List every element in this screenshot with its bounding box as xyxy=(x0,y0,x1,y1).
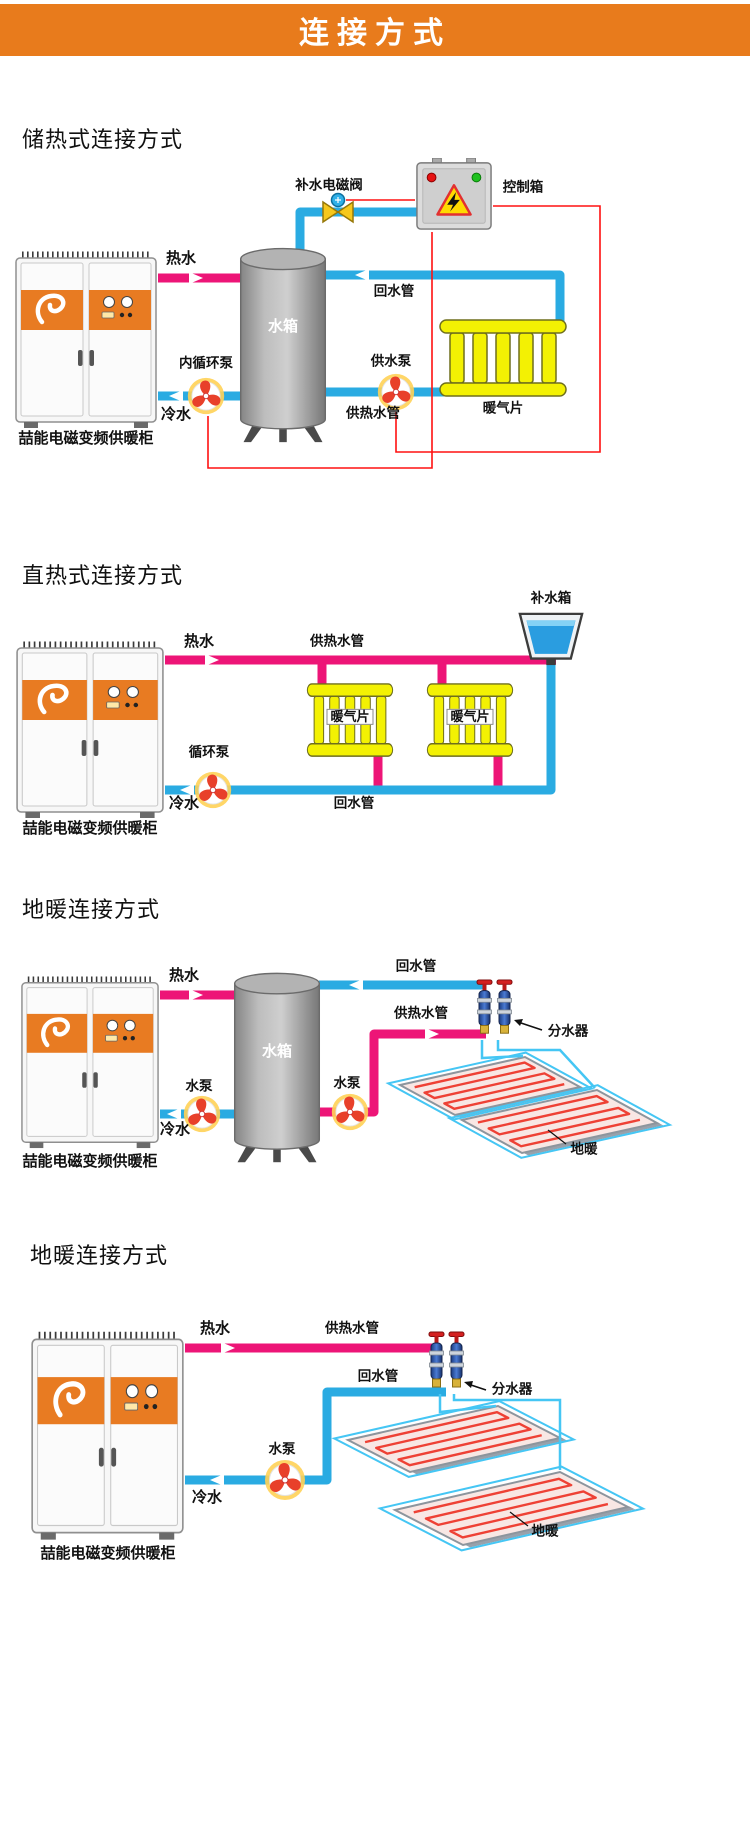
radiator-icon xyxy=(439,319,567,397)
supply-pump-label: 供水泵 xyxy=(370,353,412,369)
floor-loop-pipes xyxy=(438,1394,562,1470)
inner-pump-label: 内循环泵 xyxy=(179,355,233,371)
cabinet-label: 喆能电磁变频供暖柜 xyxy=(18,429,154,447)
heating-cabinet-icon xyxy=(32,1336,183,1540)
flow-arrows xyxy=(210,1342,235,1486)
cold-pipe xyxy=(165,664,556,795)
tank-label: 水箱 xyxy=(261,1042,293,1060)
circ-pump-label: 循环泵 xyxy=(188,744,230,760)
supply-pipe-label: 供热水管 xyxy=(394,1005,448,1021)
section-title-floor1: 地暖连接方式 xyxy=(22,897,161,922)
pump-icon xyxy=(331,1093,369,1131)
section-title-direct: 直热式连接方式 xyxy=(22,563,184,588)
return-pipe-label: 回水管 xyxy=(333,795,375,811)
cold-water-label: 冷水 xyxy=(168,794,200,812)
water-tank-icon xyxy=(233,972,321,1163)
refill-tank-label: 补水箱 xyxy=(530,590,572,606)
return-pipe-label: 回水管 xyxy=(395,958,437,974)
valve-label: 补水电磁阀 xyxy=(295,177,363,193)
pointer-lines xyxy=(514,1019,567,1145)
hot-pipe xyxy=(165,655,556,790)
manifold-icon xyxy=(428,1331,465,1388)
pump-icon xyxy=(264,1459,306,1501)
radiator-label: 暖气片 xyxy=(482,400,524,416)
floor-loop-pipes xyxy=(480,1040,596,1089)
cold-water-label: 冷水 xyxy=(159,1120,191,1138)
flow-arrows xyxy=(169,269,369,402)
manifold-label: 分水器 xyxy=(491,1381,533,1397)
page-title: 连接方式 xyxy=(299,17,451,50)
floor-heating-label: 地暖 xyxy=(570,1141,598,1157)
water-tank-icon xyxy=(239,247,327,443)
hot-water-label: 热水 xyxy=(183,632,215,650)
pump-label: 水泵 xyxy=(268,1441,296,1457)
pump-label: 水泵 xyxy=(185,1078,213,1094)
control-box-label: 控制箱 xyxy=(502,179,544,195)
supply-pipe-label: 供热水管 xyxy=(310,633,364,649)
floor-mat-icon xyxy=(449,1085,670,1158)
hot-water-label: 热水 xyxy=(199,1319,231,1337)
direct-section-graphics xyxy=(17,612,584,818)
hot-water-label: 热水 xyxy=(168,966,200,984)
circulation-pump-icon xyxy=(194,771,232,809)
flow-arrows xyxy=(180,654,219,796)
cabinet-label: 喆能电磁变频供暖柜 xyxy=(22,1152,158,1170)
tank-label: 水箱 xyxy=(267,317,299,335)
floor2-section-graphics xyxy=(32,1331,643,1551)
section-title-storage: 储热式连接方式 xyxy=(22,127,184,152)
supply-pipe-label: 供热水管 xyxy=(325,1320,379,1336)
floor-mat-icon xyxy=(334,1401,573,1477)
control-wires xyxy=(207,199,601,469)
cold-pipe xyxy=(185,1387,446,1485)
page-header: 连接方式 xyxy=(0,4,750,56)
return-pipe-label: 回水管 xyxy=(357,1368,399,1384)
heating-cabinet-icon xyxy=(22,980,158,1148)
pump-label: 水泵 xyxy=(333,1075,361,1091)
radiator-label: 暖气片 xyxy=(446,708,494,726)
section-title-floor2: 地暖连接方式 xyxy=(30,1243,169,1268)
control-box-icon xyxy=(415,158,493,231)
return-pipe-label: 回水管 xyxy=(373,283,415,299)
heating-cabinet-icon xyxy=(16,255,156,428)
pointer-lines xyxy=(464,1381,529,1527)
floor-heating-label: 地暖 xyxy=(531,1523,559,1539)
flow-arrows xyxy=(167,979,439,1120)
manifold-label: 分水器 xyxy=(547,1023,589,1039)
radiator-label: 暖气片 xyxy=(326,708,374,726)
hot-water-label: 热水 xyxy=(165,249,197,267)
cold-water-label: 冷水 xyxy=(160,405,192,423)
cabinet-label: 喆能电磁变频供暖柜 xyxy=(40,1544,176,1562)
heating-cabinet-icon xyxy=(17,645,163,818)
floor1-section-graphics xyxy=(22,972,670,1163)
cabinet-label: 喆能电磁变频供暖柜 xyxy=(22,819,158,837)
supply-pipe-label: 供热水管 xyxy=(346,405,400,421)
cold-water-label: 冷水 xyxy=(191,1488,223,1506)
storage-section-graphics xyxy=(16,158,601,469)
floor-mat-icon xyxy=(388,1053,592,1120)
floor-mat-icon xyxy=(380,1467,643,1551)
inner-circulation-pump-icon xyxy=(187,377,225,415)
